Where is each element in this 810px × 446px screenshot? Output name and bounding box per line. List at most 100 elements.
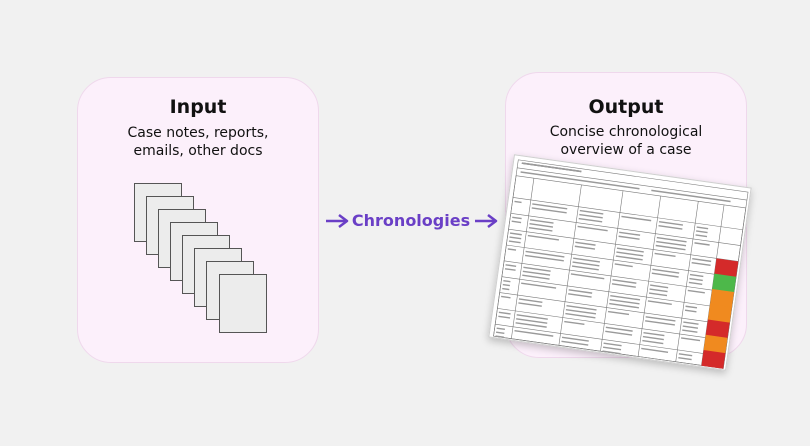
text-placeholder [610, 294, 641, 301]
text-placeholder [691, 261, 711, 267]
text-placeholder [607, 310, 630, 316]
text-placeholder [571, 265, 599, 271]
text-placeholder [532, 203, 568, 210]
text-placeholder [561, 336, 589, 342]
text-placeholder [504, 268, 516, 271]
text-placeholder [565, 312, 596, 319]
output-subtitle: Concise chronological overview of a case [506, 123, 746, 159]
text-placeholder [687, 289, 705, 294]
table-line [600, 190, 624, 352]
text-placeholder [683, 321, 699, 325]
text-placeholder [523, 266, 551, 272]
text-placeholder [515, 322, 547, 328]
text-placeholder [654, 252, 676, 258]
table-line [637, 195, 661, 357]
chronologies-label: Chronologies [351, 211, 471, 230]
text-placeholder [656, 236, 687, 243]
text-placeholder [520, 171, 640, 190]
text-placeholder [619, 231, 641, 236]
text-placeholder [524, 254, 564, 262]
input-title: Input [169, 96, 227, 118]
text-placeholder [684, 309, 697, 313]
text-placeholder [502, 283, 510, 287]
text-placeholder [658, 225, 683, 230]
text-placeholder [514, 329, 554, 337]
output-subtitle-line2: overview of a case [560, 142, 692, 158]
table-line [504, 260, 734, 294]
text-placeholder [615, 255, 643, 261]
rating-cell-orange [710, 288, 735, 308]
text-placeholder [680, 337, 701, 342]
text-placeholder [603, 342, 622, 347]
text-placeholder [498, 311, 511, 315]
text-placeholder [518, 298, 543, 303]
table-line [506, 244, 737, 278]
text-placeholder [695, 234, 708, 238]
text-placeholder [616, 251, 644, 257]
text-placeholder [572, 261, 600, 267]
text-placeholder [643, 331, 665, 337]
input-subtitle-line1: Case notes, reports, [127, 125, 269, 141]
text-placeholder [618, 235, 640, 240]
text-placeholder [518, 302, 542, 307]
text-placeholder [605, 330, 633, 336]
text-placeholder [614, 263, 633, 268]
text-placeholder [685, 305, 698, 309]
text-placeholder [573, 257, 600, 263]
text-placeholder [689, 277, 703, 282]
rating-cell-orange [703, 334, 728, 354]
text-placeholder [521, 162, 582, 173]
text-placeholder [611, 283, 636, 288]
text-placeholder [508, 240, 521, 244]
chronology-table-image [493, 159, 749, 369]
text-placeholder [574, 245, 596, 250]
text-placeholder [509, 232, 522, 236]
text-placeholder [678, 357, 692, 361]
text-placeholder [527, 234, 560, 241]
chronology-document [488, 154, 752, 371]
text-placeholder [602, 350, 621, 355]
text-placeholder [650, 284, 669, 289]
text-placeholder [682, 329, 698, 333]
text-placeholder [648, 292, 668, 297]
text-placeholder [516, 314, 548, 320]
table-line [510, 213, 741, 246]
text-placeholder [605, 326, 633, 332]
text-placeholder [522, 274, 550, 280]
table-line [499, 292, 730, 326]
table-line [517, 167, 747, 201]
text-placeholder [502, 287, 510, 291]
text-placeholder [642, 335, 664, 341]
table-line [511, 178, 535, 339]
text-placeholder [602, 346, 622, 351]
input-subtitle-line2: emails, other docs [133, 143, 263, 159]
text-placeholder [566, 304, 597, 311]
text-placeholder [514, 200, 522, 204]
table-line [558, 184, 582, 346]
text-placeholder [678, 353, 693, 357]
text-placeholder [696, 230, 708, 234]
text-placeholder [609, 298, 640, 305]
text-placeholder [507, 248, 517, 251]
rating-cell-orange [707, 304, 732, 323]
table-line [675, 201, 699, 362]
output-title: Output [588, 96, 664, 118]
text-placeholder [649, 288, 668, 293]
text-placeholder [621, 215, 652, 222]
text-placeholder [577, 225, 608, 232]
table-line [495, 323, 725, 357]
text-placeholder [505, 264, 517, 267]
arrow-right-icon [326, 214, 349, 228]
table-line [497, 308, 728, 341]
document-icon [219, 274, 267, 333]
text-placeholder [522, 270, 551, 276]
table-line [508, 228, 739, 262]
text-placeholder [531, 207, 567, 214]
text-placeholder [694, 242, 710, 246]
text-placeholder [528, 226, 553, 232]
text-placeholder [575, 241, 596, 246]
table-line [512, 197, 743, 231]
input-subtitle: Case notes, reports, emails, other docs [78, 124, 318, 160]
text-placeholder [501, 295, 511, 299]
text-placeholder [561, 340, 589, 346]
